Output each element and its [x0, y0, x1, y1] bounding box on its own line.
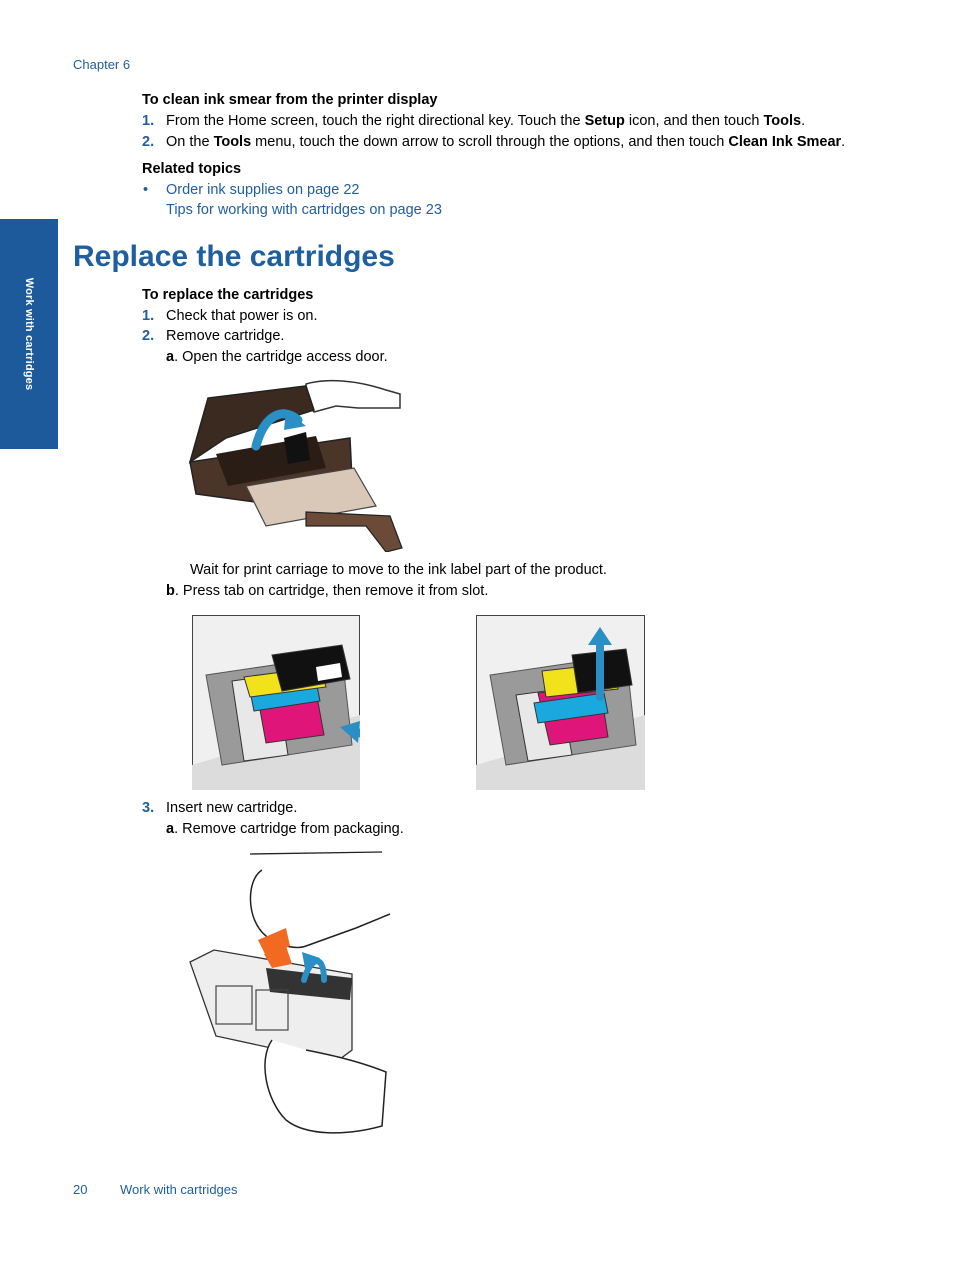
step-3-text: Insert new cartridge. — [166, 800, 298, 816]
smear-step-2: On the Tools menu, touch the down arrow … — [166, 134, 845, 150]
step-2-text: Remove cartridge. — [166, 328, 285, 344]
clean-ink-smear-term: Clean Ink Smear — [728, 134, 842, 150]
substep-a: a. Open the cartridge access door. — [166, 349, 388, 365]
substep-letter: a — [166, 821, 175, 837]
cartridge-unpack-illustration — [189, 851, 391, 1134]
step-1-text: Check that power is on. — [166, 308, 318, 324]
step-text: menu, touch the down arrow to scroll thr… — [251, 134, 729, 150]
tools-term: Tools — [213, 134, 252, 150]
side-tab-label: Work with cartridges — [23, 277, 35, 391]
smear-heading: To clean ink smear from the printer disp… — [142, 92, 438, 108]
page-title: Replace the cartridges — [73, 240, 395, 273]
substep-b: b. Press tab on cartridge, then remove i… — [166, 583, 488, 599]
step-text: . — [841, 134, 846, 150]
carriage-remove-cartridge-illustration — [476, 615, 645, 790]
side-chapter-tab: Work with cartridges — [0, 219, 58, 449]
step-number: 2. — [142, 328, 155, 344]
substep-letter: a — [166, 349, 175, 365]
carriage-press-tab-illustration — [192, 615, 360, 790]
wait-note: Wait for print carriage to move to the i… — [190, 562, 607, 578]
substep-letter: b — [166, 583, 175, 599]
tools-term: Tools — [763, 113, 802, 129]
footer-section-title: Work with cartridges — [120, 1182, 238, 1197]
related-topics-heading: Related topics — [142, 161, 242, 177]
step-text: From the Home screen, touch the right di… — [166, 113, 585, 129]
step-number: 1. — [142, 113, 155, 129]
step-text: icon, and then touch — [624, 113, 764, 129]
substep-a-insert: a. Remove cartridge from packaging. — [166, 821, 404, 837]
smear-step-1: From the Home screen, touch the right di… — [166, 113, 805, 129]
chapter-label: Chapter 6 — [73, 57, 131, 72]
substep-text: . Open the cartridge access door. — [174, 349, 388, 365]
procedure-heading: To replace the cartridges — [142, 287, 314, 303]
link-tips-cartridges[interactable]: Tips for working with cartridges on page… — [166, 202, 442, 218]
bullet-marker: • — [143, 182, 149, 198]
step-number: 2. — [142, 134, 155, 150]
step-number: 1. — [142, 308, 155, 324]
substep-text: . Remove cartridge from packaging. — [174, 821, 404, 837]
setup-term: Setup — [584, 113, 625, 129]
substep-text: . Press tab on cartridge, then remove it… — [174, 583, 489, 599]
link-order-ink-supplies[interactable]: Order ink supplies on page 22 — [166, 182, 360, 198]
step-text: On the — [166, 134, 214, 150]
footer-page-number: 20 — [73, 1182, 88, 1197]
step-text: . — [801, 113, 806, 129]
step-number: 3. — [142, 800, 155, 816]
printer-open-door-illustration — [188, 379, 403, 552]
